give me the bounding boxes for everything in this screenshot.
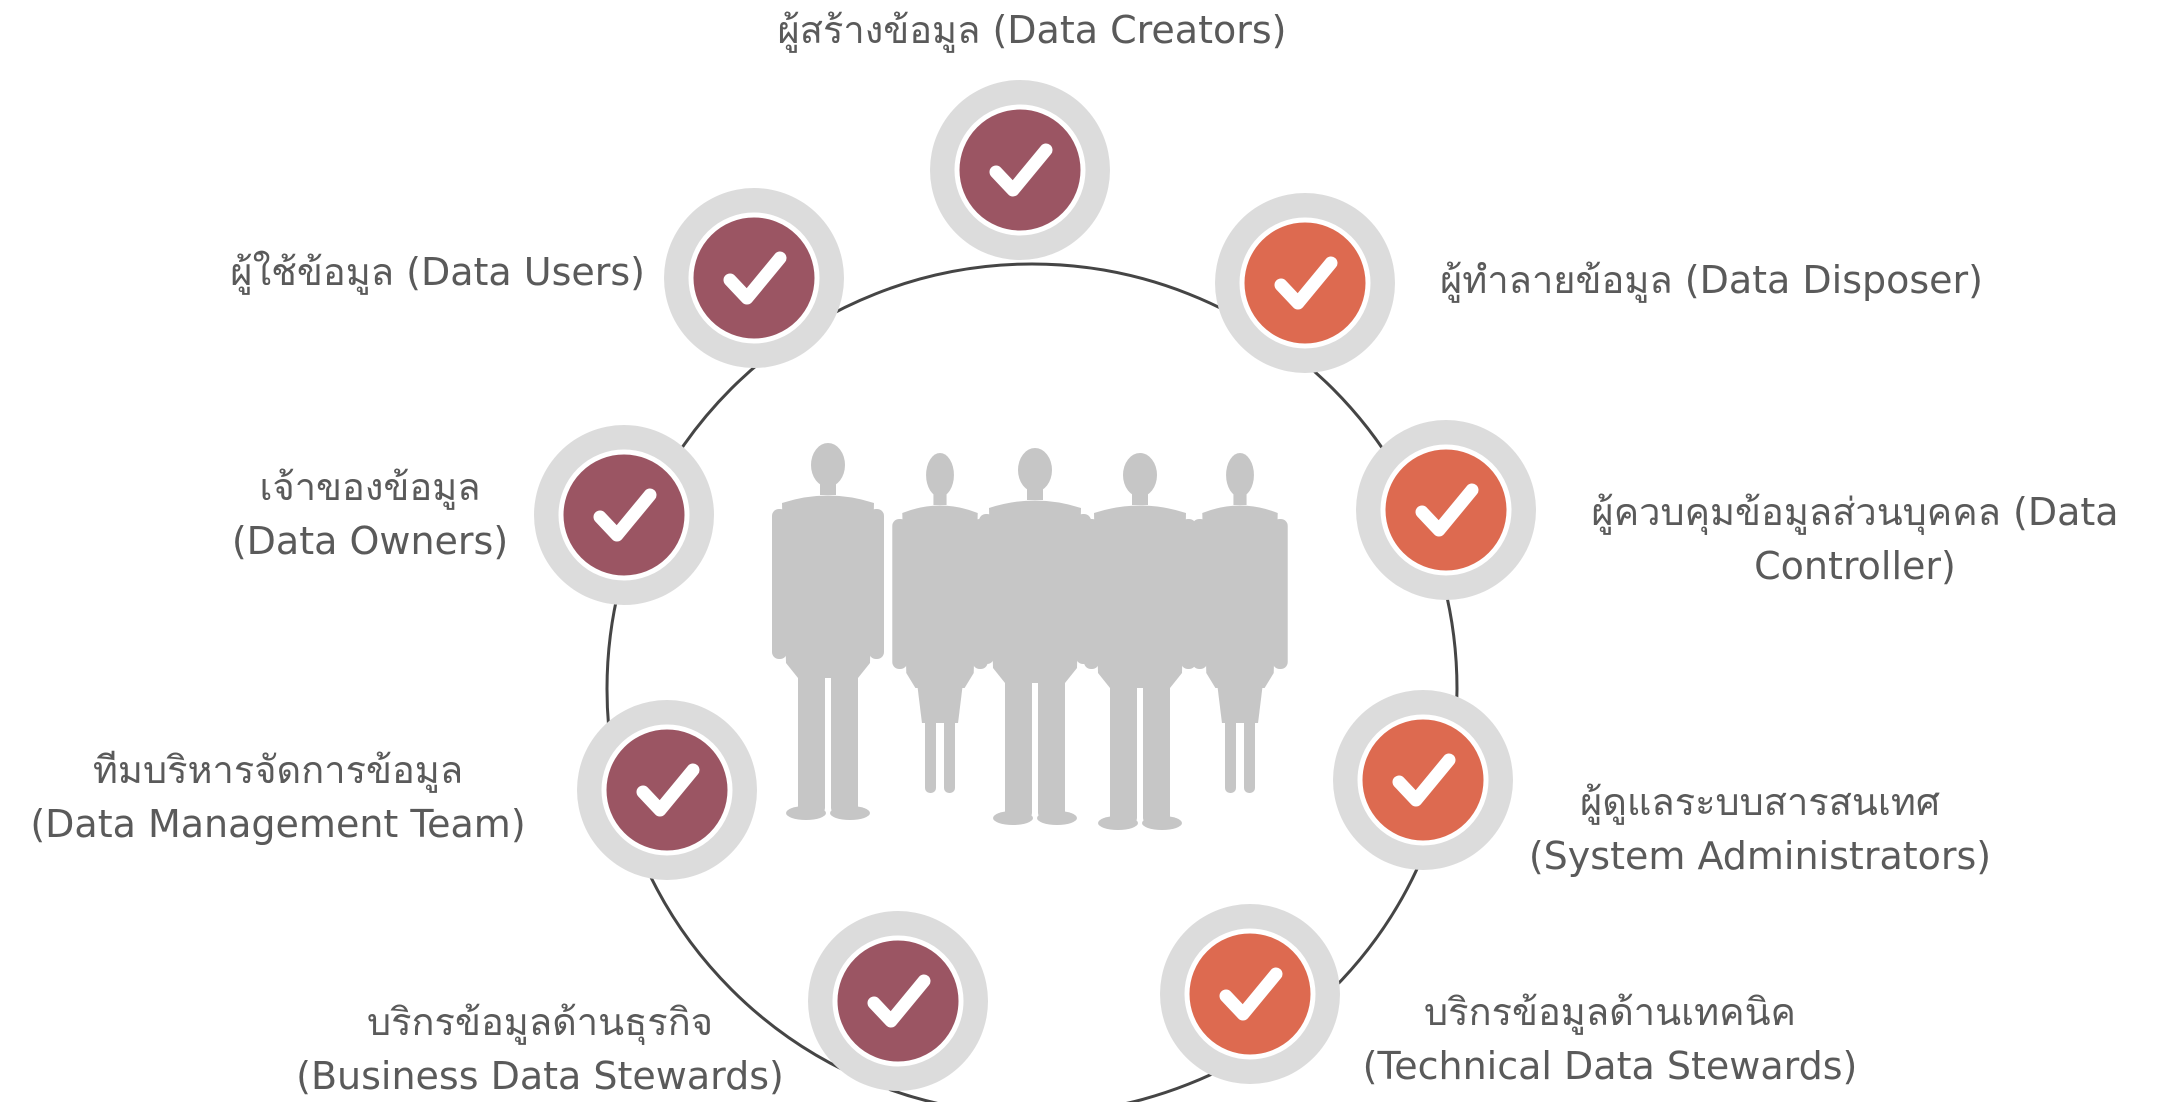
role-label-line2: (Business Data Stewards) [296, 1054, 784, 1098]
node-badge [688, 212, 820, 344]
role-label-data-creators: ผู้สร้างข้อมูล (Data Creators) [622, 3, 1442, 57]
role-label-line1: ผู้ใช้ข้อมูล (Data Users) [230, 250, 645, 294]
check-icon [1415, 483, 1479, 537]
check-icon [593, 488, 657, 542]
node-badge [1184, 928, 1316, 1060]
role-label-line1: ทีมบริหารจัดการข้อมูล [92, 748, 464, 792]
role-node-data-disposer [1215, 193, 1395, 373]
check-icon [723, 251, 787, 305]
role-node-data-management-team [577, 700, 757, 880]
role-node-technical-data-stewards [1160, 904, 1340, 1084]
role-node-data-users [664, 188, 844, 368]
person-silhouette [772, 443, 884, 820]
role-label-data-disposer: ผู้ทำลายข้อมูล (Data Disposer) [1440, 253, 2060, 307]
person-silhouette [1084, 453, 1196, 830]
role-label-data-users: ผู้ใช้ข้อมูล (Data Users) [60, 245, 645, 299]
role-label-line2: Controller) [1754, 544, 1956, 588]
role-label-data-management-team: ทีมบริหารจัดการข้อมูล (Data Management T… [8, 743, 548, 851]
role-label-line2: (Data Owners) [231, 519, 509, 563]
person-silhouette [979, 448, 1091, 825]
role-label-line1: ผู้ทำลายข้อมูล (Data Disposer) [1440, 258, 1984, 302]
node-badge [1380, 444, 1512, 576]
role-node-data-owners [534, 425, 714, 605]
role-label-line1: เจ้าของข้อมูล [259, 465, 481, 509]
role-node-data-creators [930, 80, 1110, 260]
role-label-data-controller: ผู้ควบคุมข้อมูลส่วนบุคคล (Data Controlle… [1560, 485, 2150, 593]
role-label-line1: ผู้สร้างข้อมูล (Data Creators) [777, 8, 1287, 52]
role-label-line1: ผู้ควบคุมข้อมูลส่วนบุคคล (Data [1591, 490, 2119, 534]
node-badge [558, 449, 690, 581]
role-label-line2: (System Administrators) [1528, 834, 1992, 878]
role-label-technical-data-stewards: บริกรข้อมูลด้านเทคนิค (Technical Data St… [1330, 985, 1890, 1093]
role-label-system-administrators: ผู้ดูแลระบบสารสนเทศ (System Administrato… [1480, 775, 2040, 883]
person-silhouette [892, 453, 988, 793]
role-label-data-owners: เจ้าของข้อมูล (Data Owners) [190, 460, 550, 568]
check-icon [867, 974, 931, 1028]
role-node-system-administrators [1333, 690, 1513, 870]
role-label-line2: (Data Management Team) [30, 802, 526, 846]
role-label-line1: บริกรข้อมูลด้านเทคนิค [1424, 990, 1796, 1034]
role-node-business-data-stewards [808, 911, 988, 1091]
role-label-business-data-stewards: บริกรข้อมูลด้านธุรกิจ (Business Data Ste… [245, 995, 835, 1103]
check-icon [1274, 256, 1338, 310]
check-icon [989, 143, 1053, 197]
connecting-ring [605, 262, 1459, 1102]
node-badge [832, 935, 964, 1067]
check-icon [1392, 753, 1456, 807]
role-node-data-controller [1356, 420, 1536, 600]
node-badge [1239, 217, 1371, 349]
role-label-line2: (Technical Data Stewards) [1362, 1044, 1858, 1088]
role-label-line1: บริกรข้อมูลด้านธุรกิจ [367, 1000, 713, 1044]
role-label-line1: ผู้ดูแลระบบสารสนเทศ [1579, 780, 1941, 824]
node-badge [954, 104, 1086, 236]
check-icon [1219, 967, 1283, 1021]
person-silhouette [1192, 453, 1288, 793]
people-silhouette-icon [772, 443, 1288, 830]
node-badge [1357, 714, 1489, 846]
node-badge [601, 724, 733, 856]
check-icon [636, 763, 700, 817]
